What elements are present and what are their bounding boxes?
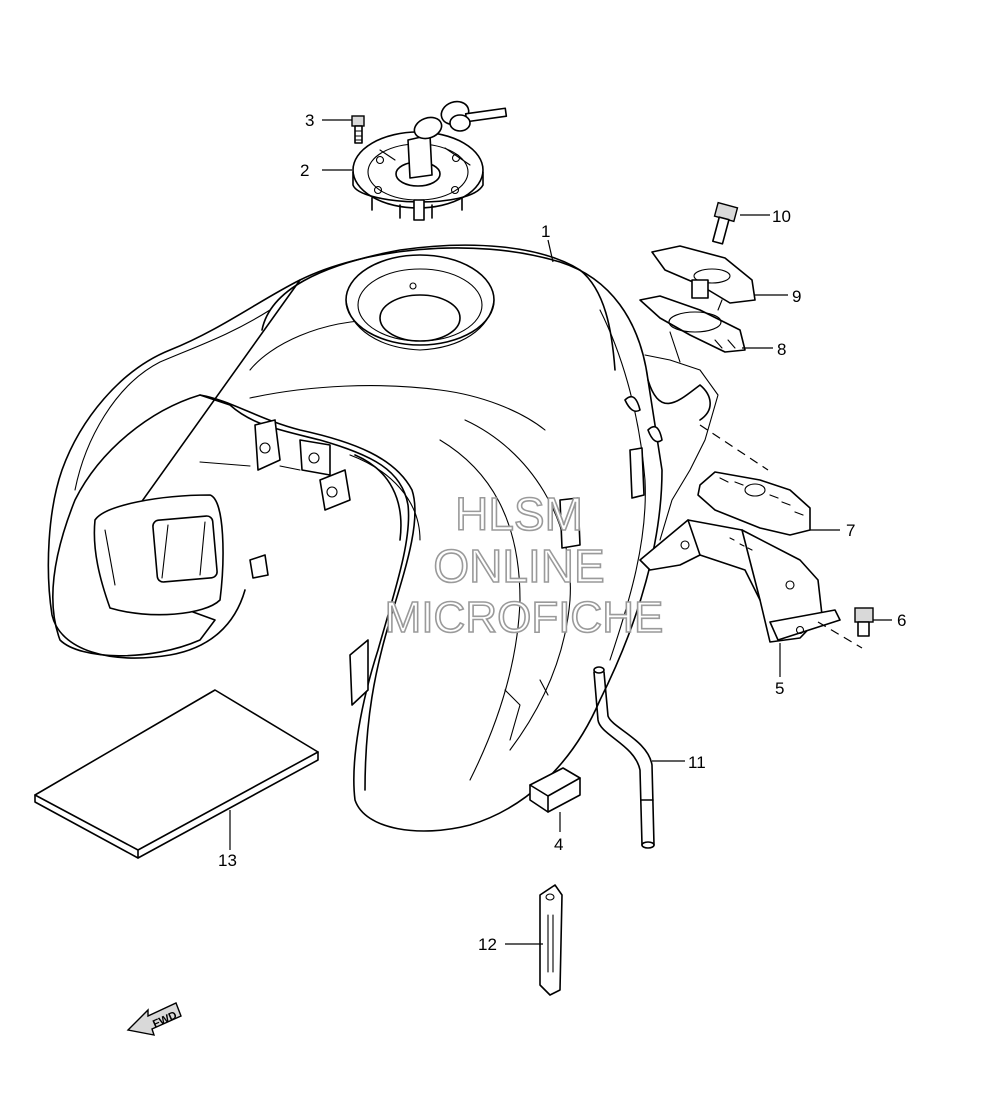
part-label-1: 1 [541, 222, 550, 241]
cap-plate-gasket [639, 295, 746, 353]
owners-manual-sheet [34, 689, 319, 859]
screw [351, 115, 365, 144]
part-label-8: 8 [777, 340, 786, 359]
fwd-arrow-icon: FWD [126, 1002, 182, 1036]
part-label-2: 2 [300, 161, 309, 180]
part-labels: 1 2 3 4 5 6 7 8 9 10 11 12 13 [218, 111, 906, 954]
watermark-line1: HLSM [455, 488, 583, 540]
cap-bracket-plate [651, 245, 756, 304]
part-label-9: 9 [792, 287, 801, 306]
leader-lines [229, 119, 892, 945]
part-label-4: 4 [554, 835, 563, 854]
tank-prop-rod [539, 884, 563, 996]
rear-bracket [639, 519, 841, 643]
watermark-line3: MICROFICHE [385, 593, 664, 642]
fuel-cap [352, 131, 484, 221]
bolt-6 [854, 607, 874, 637]
part-label-5: 5 [775, 679, 784, 698]
bolt-10 [712, 201, 739, 245]
cushion [529, 767, 581, 813]
part-label-3: 3 [305, 111, 314, 130]
watermark-line2: ONLINE [433, 540, 604, 592]
part-label-12: 12 [478, 935, 497, 954]
part-label-7: 7 [846, 521, 855, 540]
part-label-11: 11 [688, 753, 706, 772]
part-label-13: 13 [218, 851, 237, 870]
fuel-cap-key [413, 100, 508, 140]
breather-hose [593, 666, 655, 849]
fuel-tank [47, 244, 719, 832]
part-label-6: 6 [897, 611, 906, 630]
watermark: HLSM ONLINE MICROFICHE [384, 487, 664, 643]
part-label-10: 10 [772, 207, 791, 226]
